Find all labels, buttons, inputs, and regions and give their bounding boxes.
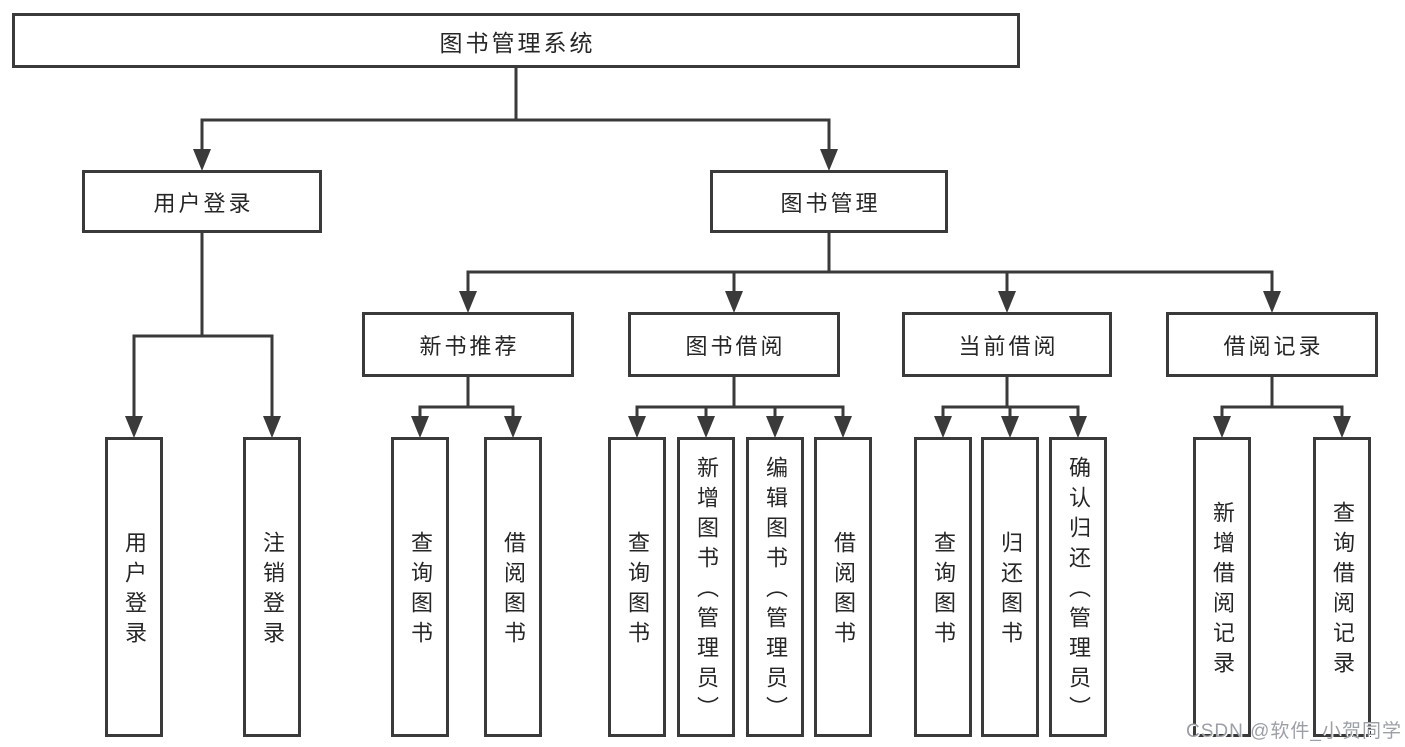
leaf-borrow-book-newrec-label: 借阅图书 xyxy=(501,531,526,651)
arrowheads xyxy=(125,149,1351,438)
node-user-login-label: 用户登录 xyxy=(153,190,254,216)
leaf-query-book-current: 查询图书 xyxy=(914,437,972,737)
leaf-return-book: 归还图书 xyxy=(981,437,1039,737)
leaf-query-book-current-label: 查询图书 xyxy=(931,531,956,651)
leaf-query-book-borrow: 查询图书 xyxy=(608,437,666,737)
leaf-add-book-admin: 新增图书（管理员） xyxy=(677,437,735,737)
node-current-borrow: 当前借阅 xyxy=(902,312,1112,377)
leaf-borrow-book-newrec: 借阅图书 xyxy=(484,437,542,737)
leaf-edit-book-admin-label: 编辑图书（管理员） xyxy=(763,456,788,726)
leaf-query-book-newrec: 查询图书 xyxy=(391,437,449,737)
leaf-borrow-book-borrow: 借阅图书 xyxy=(814,437,872,737)
leaf-edit-book-admin: 编辑图书（管理员） xyxy=(746,437,804,737)
leaf-logout-label: 注销登录 xyxy=(260,531,285,651)
node-current-borrow-label: 当前借阅 xyxy=(958,333,1059,359)
leaf-user-login-label: 用户登录 xyxy=(122,531,147,651)
node-book-borrow: 图书借阅 xyxy=(628,312,840,377)
node-borrow-records-label: 借阅记录 xyxy=(1223,333,1324,359)
leaf-confirm-return-admin-label: 确认归还（管理员） xyxy=(1066,456,1091,726)
node-borrow-records: 借阅记录 xyxy=(1166,312,1378,377)
csdn-watermark: CSDN @软件_小贺同学 xyxy=(1186,721,1402,742)
node-new-book-recommendation: 新书推荐 xyxy=(362,312,574,377)
leaf-query-borrow-record-label: 查询借阅记录 xyxy=(1330,501,1355,681)
node-book-borrow-label: 图书借阅 xyxy=(685,333,786,359)
leaf-user-login: 用户登录 xyxy=(105,437,163,737)
leaf-borrow-book-borrow-label: 借阅图书 xyxy=(831,531,856,651)
node-root-label: 图书管理系统 xyxy=(439,29,596,56)
leaf-query-book-borrow-label: 查询图书 xyxy=(625,531,650,651)
node-new-book-recommendation-label: 新书推荐 xyxy=(419,333,520,359)
leaf-add-book-admin-label: 新增图书（管理员） xyxy=(694,456,719,726)
leaf-add-borrow-record-label: 新增借阅记录 xyxy=(1210,501,1235,681)
leaf-add-borrow-record: 新增借阅记录 xyxy=(1193,437,1251,737)
node-book-management-label: 图书管理 xyxy=(780,190,881,216)
leaf-confirm-return-admin: 确认归还（管理员） xyxy=(1049,437,1107,737)
node-book-management: 图书管理 xyxy=(710,170,948,233)
leaf-logout: 注销登录 xyxy=(243,437,301,737)
node-root: 图书管理系统 xyxy=(12,13,1020,68)
node-user-login: 用户登录 xyxy=(82,170,322,233)
leaf-query-book-newrec-label: 查询图书 xyxy=(408,531,433,651)
leaf-query-borrow-record: 查询借阅记录 xyxy=(1313,437,1371,737)
leaf-return-book-label: 归还图书 xyxy=(998,531,1023,651)
